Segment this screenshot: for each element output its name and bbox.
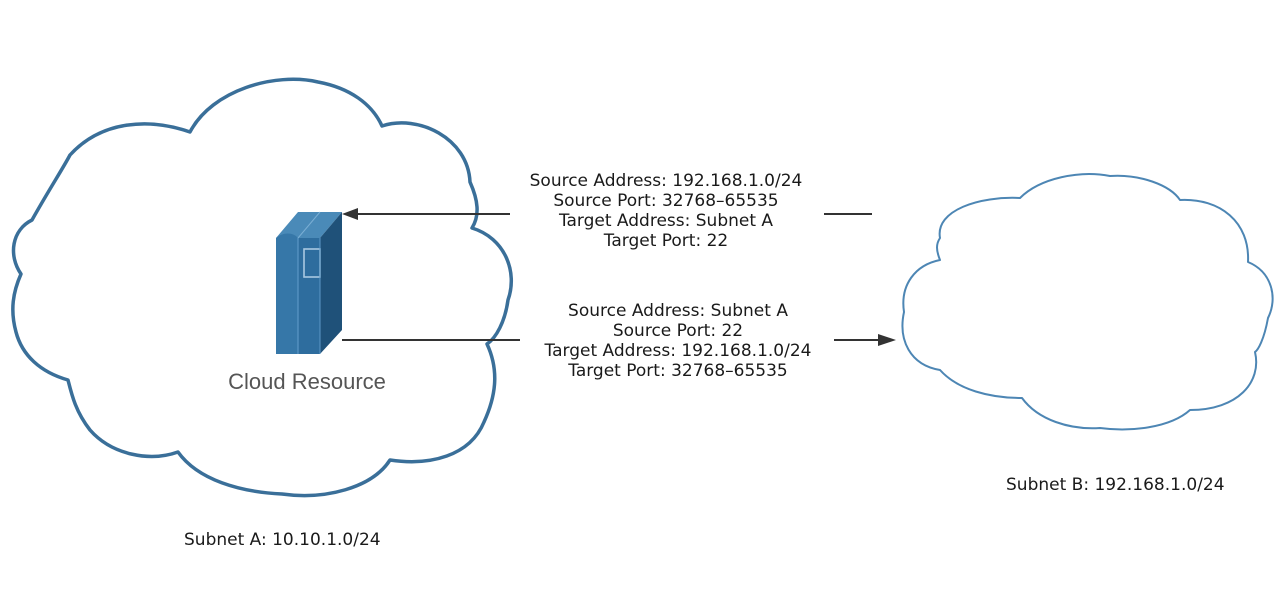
server-front-face: [298, 238, 320, 354]
outbound-arrow-head: [878, 334, 896, 346]
inbound-rule-label: Source Address: 192.168.1.0/24 Source Po…: [530, 171, 803, 251]
outbound-rule-label: Source Address: Subnet A Source Port: 22…: [544, 301, 812, 381]
outbound-source-address: Source Address: Subnet A: [568, 301, 788, 321]
subnet-a-cloud: [11, 77, 513, 498]
inbound-source-address: Source Address: 192.168.1.0/24: [530, 171, 803, 191]
subnet-b-label: Subnet B: 192.168.1.0/24: [1006, 475, 1225, 495]
outbound-target-port: Target Port: 32768–65535: [567, 361, 788, 381]
inbound-source-port: Source Port: 32768–65535: [553, 191, 778, 211]
inbound-target-address: Target Address: Subnet A: [558, 211, 773, 231]
inbound-arrow-head: [342, 208, 358, 220]
subnet-a-label: Subnet A: 10.10.1.0/24: [184, 530, 381, 550]
server-icon: [276, 211, 342, 354]
outbound-target-address: Target Address: 192.168.1.0/24: [544, 341, 812, 361]
inbound-target-port: Target Port: 22: [603, 231, 728, 251]
outbound-source-port: Source Port: 22: [613, 321, 743, 341]
subnet-b-cloud: [901, 173, 1274, 431]
resource-label: Cloud Resource: [228, 369, 386, 394]
